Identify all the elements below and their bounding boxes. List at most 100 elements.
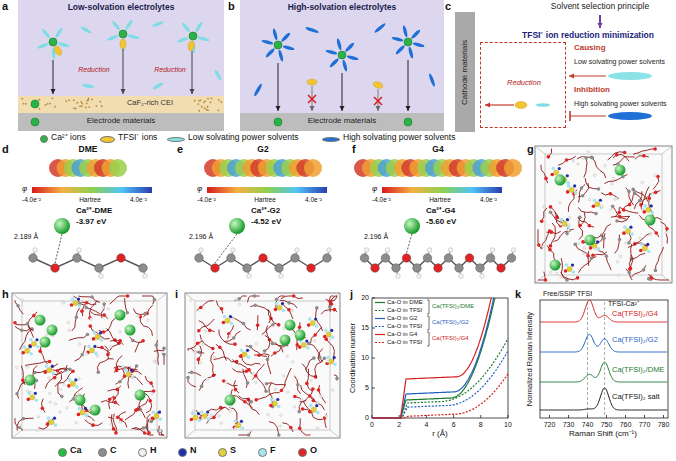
hydrogen-atom [143, 274, 148, 279]
nitrogen-atom [558, 167, 561, 170]
oxygen-atom [307, 264, 316, 273]
solvent-chain [108, 386, 121, 391]
sulfur-atom [80, 410, 85, 415]
solvent-chain [232, 369, 246, 373]
atom [312, 399, 316, 403]
cei-speckle [211, 98, 213, 100]
oxygen-atom [222, 321, 226, 325]
fluorine-atom [333, 363, 337, 367]
hydrogen-atom [99, 274, 104, 279]
atom [200, 385, 204, 389]
sulfur-atom [311, 407, 316, 412]
figure-label: -4.0e⁻² [197, 196, 216, 203]
calcium-ball [35, 315, 46, 326]
hydrogen-atom [619, 255, 622, 258]
atom [197, 358, 201, 362]
fluorine-atom [200, 410, 204, 414]
figure-label: b [228, 0, 235, 12]
solvent-chain [20, 329, 33, 350]
inhibit-bar [569, 111, 571, 121]
oxygen-atom [566, 190, 570, 194]
blocked-mark [374, 97, 382, 105]
figure-label: -4.0e⁻² [22, 196, 41, 203]
legend-swatch [298, 448, 307, 457]
simulation-box [535, 146, 672, 283]
solvent-chain [550, 223, 555, 246]
sulfur-atom [126, 372, 131, 377]
oxygen-atom [70, 303, 74, 307]
figure-label: High solvating power solvents [574, 100, 667, 108]
atom [638, 199, 642, 203]
hydrogen-atom [593, 174, 596, 177]
arrow-head [569, 74, 574, 79]
hydrogen-atom [49, 401, 52, 404]
fluorine-atom [100, 338, 104, 342]
oxygen-atom [559, 224, 563, 228]
cei-speckle [45, 104, 47, 106]
band-label: Reduction [78, 66, 110, 74]
solvent-chain [128, 366, 137, 388]
cei-speckle [81, 103, 83, 105]
atom [580, 186, 584, 190]
cei-speckle [85, 107, 87, 109]
atom [237, 297, 241, 301]
nitrogen-atom [34, 392, 37, 395]
solvent-chain [269, 383, 272, 407]
solvent-chain [329, 296, 333, 312]
atom [220, 307, 224, 311]
solvent-molecule [342, 59, 348, 71]
esp-surface [109, 159, 127, 177]
hydrogen-atom [582, 157, 585, 160]
band-box: Electrode materials [240, 113, 444, 131]
carbon-atom [243, 264, 252, 273]
atom [266, 358, 270, 362]
sulfur-atom [49, 420, 54, 425]
atom [622, 208, 626, 212]
hydrogen-atom [63, 383, 66, 386]
cei-speckle [206, 109, 208, 111]
figure-label: 10 [504, 421, 512, 429]
solvent-molecule [346, 55, 358, 61]
figure-label: 750 [601, 421, 613, 429]
atom [232, 336, 236, 340]
solvent-chain [577, 157, 591, 159]
simulation-box [12, 293, 167, 438]
esp-surface [304, 159, 322, 177]
cei-speckle [198, 110, 200, 112]
calcium-ion [404, 118, 412, 126]
figure-label: 4.0e⁻² [130, 196, 147, 203]
hydrogen-atom [18, 424, 21, 427]
atom [591, 156, 595, 160]
hydrogen-atom [327, 248, 332, 253]
atom [141, 339, 145, 343]
box-frame [22, 301, 157, 430]
calcium-ball [404, 218, 420, 234]
solvent-chain [311, 327, 322, 343]
figure-label: 20 [361, 294, 369, 302]
figure-label: f [352, 143, 356, 155]
solvent-molecule [536, 103, 550, 106]
atom [602, 236, 606, 240]
legend-line [375, 318, 385, 319]
legend-line [375, 342, 385, 343]
sulfur-atom [89, 348, 94, 353]
solvent-chain [541, 165, 548, 183]
cei-speckle [88, 106, 90, 108]
atom [565, 232, 569, 236]
atom [88, 324, 92, 328]
solvent-chain [578, 185, 584, 203]
figure-label: 720 [544, 421, 556, 429]
atom [247, 368, 251, 372]
hydrogen-atom [90, 318, 93, 321]
figure-label: Ca(TFSI)₂/G2 [432, 319, 469, 326]
arrow-line [278, 63, 279, 111]
fluorine-atom [597, 247, 601, 251]
arrow-head [340, 106, 345, 111]
solvent-molecule [80, 26, 92, 35]
hydrogen-atom [295, 248, 300, 253]
nitrogen-atom [629, 226, 632, 229]
distance-line [407, 234, 413, 253]
oxygen-atom [589, 246, 593, 250]
hydrogen-atom [286, 391, 289, 394]
solvent-chain [271, 346, 281, 356]
